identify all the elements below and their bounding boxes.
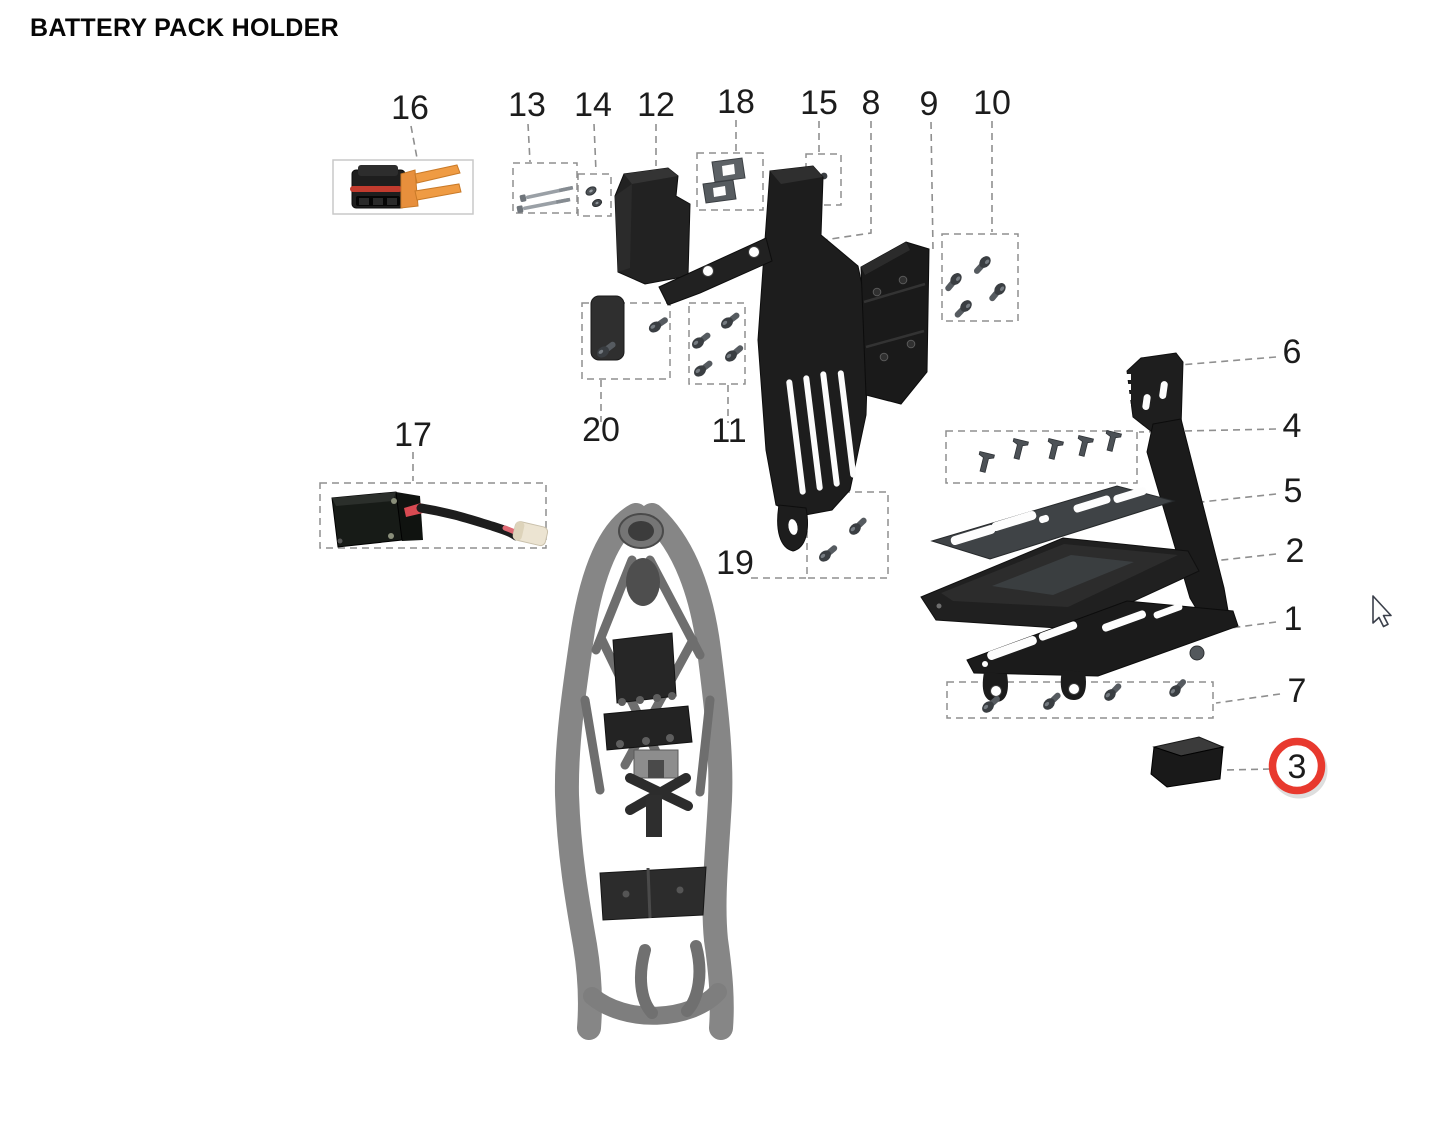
callout-14[interactable]: 14	[574, 86, 612, 124]
page-title: BATTERY PACK HOLDER	[30, 14, 339, 42]
leader-13	[527, 123, 531, 163]
callout-7[interactable]: 7	[1288, 672, 1307, 710]
part-16-connector	[350, 164, 462, 209]
part-10-screws	[938, 252, 1012, 322]
part-11-screws	[688, 309, 748, 380]
highlight-ring	[1268, 737, 1326, 795]
callout-13[interactable]: 13	[508, 86, 546, 124]
part-18-pads	[702, 157, 746, 204]
part-20-group-box	[581, 302, 671, 380]
leader-1	[1222, 621, 1277, 630]
part-12-cover	[614, 167, 691, 285]
callout-19[interactable]: 19	[716, 544, 754, 582]
part-17-sensor-cable	[331, 491, 549, 548]
leader-6	[1166, 356, 1277, 367]
part-3-rubber-block	[1150, 736, 1225, 788]
part-2-battery-tray	[920, 537, 1200, 630]
part-5-top-plate	[930, 485, 1176, 560]
leader-3	[1225, 768, 1271, 771]
callout-3[interactable]: 3	[1288, 748, 1307, 786]
part-11-group-box	[688, 302, 746, 385]
part-16-group-box	[332, 159, 474, 215]
leader-14	[593, 123, 597, 173]
callout-15[interactable]: 15	[800, 84, 838, 122]
callout-16[interactable]: 16	[391, 89, 429, 127]
callout-4[interactable]: 4	[1283, 407, 1302, 445]
part-6-upper-bracket	[1124, 352, 1184, 433]
callout-9[interactable]: 9	[920, 85, 939, 123]
part-19-screws	[814, 513, 873, 565]
leader-5	[1163, 493, 1277, 507]
callout-12[interactable]: 12	[637, 86, 675, 124]
small-pad	[590, 295, 625, 361]
part-4-screws	[974, 430, 1122, 474]
part-9-plate	[860, 241, 930, 405]
callout-11[interactable]: 11	[711, 412, 746, 450]
callout-18[interactable]: 18	[717, 83, 755, 121]
frame-illustration	[554, 503, 734, 1040]
callout-8[interactable]: 8	[862, 84, 881, 122]
part-17-group-box	[319, 482, 547, 549]
part-14-group-box	[577, 173, 612, 217]
callout-5[interactable]: 5	[1284, 472, 1303, 510]
leader-16	[410, 125, 418, 159]
callout-1[interactable]: 1	[1284, 600, 1303, 638]
part-18-group-box	[696, 152, 764, 211]
callout-6[interactable]: 6	[1283, 333, 1302, 371]
part-13-group-box	[512, 162, 578, 214]
callout-17[interactable]: 17	[394, 416, 432, 454]
part-8-bracket	[658, 165, 870, 552]
callout-10[interactable]: 10	[973, 84, 1011, 122]
callout-labels: 16 13 14 12 18 15 8 9 10 17 20 11 19 6 4…	[391, 83, 1306, 710]
part-14-washers	[585, 186, 603, 208]
mouse-cursor	[1372, 595, 1392, 628]
part-1-lower-tray	[966, 600, 1239, 702]
leader-7	[1215, 693, 1281, 704]
callout-20[interactable]: 20	[582, 411, 620, 449]
callout-2[interactable]: 2	[1286, 532, 1305, 570]
leader-9	[908, 121, 934, 253]
leader-8	[823, 121, 872, 241]
part-4-group-box	[945, 430, 1138, 484]
part-13-bolts	[516, 184, 574, 214]
part-10-group-box	[941, 233, 1019, 322]
callout-3-highlighted[interactable]: 3	[1268, 737, 1328, 799]
